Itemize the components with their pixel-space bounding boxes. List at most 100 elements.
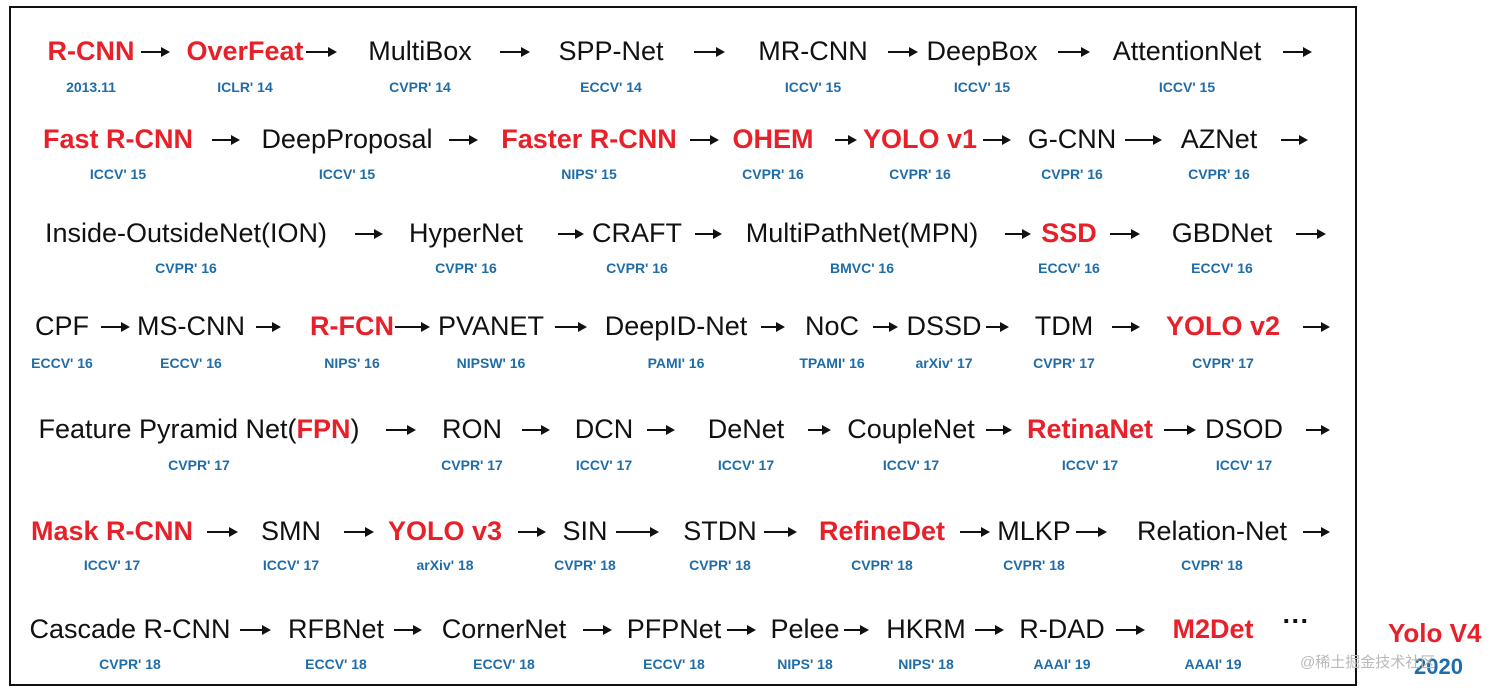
method-name: MultiPathNet(MPN) xyxy=(745,218,979,248)
method-name: DeNet xyxy=(707,414,785,444)
method-name: HKRM xyxy=(886,614,966,644)
arrow-icon xyxy=(355,228,383,240)
venue-label: ICCV' 17 xyxy=(575,457,633,473)
venue-label: CVPR' 16 xyxy=(1188,166,1250,182)
method-name: HyperNet xyxy=(408,218,524,248)
method-name: M2Det xyxy=(1172,614,1254,644)
method-name: DSSD xyxy=(906,311,982,341)
venue-label: CVPR' 16 xyxy=(435,260,497,276)
venue-label: ECCV' 16 xyxy=(1038,260,1100,276)
diagram-frame xyxy=(9,6,1357,686)
method-name: SIN xyxy=(562,516,608,546)
venue-label: ECCV' 16 xyxy=(31,355,93,371)
arrow-icon xyxy=(647,424,675,436)
method-name: R-FCN xyxy=(310,311,394,341)
method-name: RON xyxy=(442,414,502,444)
method-name: PFPNet xyxy=(626,614,722,644)
arrow-icon xyxy=(306,46,337,58)
method-name: DSOD xyxy=(1204,414,1284,444)
arrow-icon xyxy=(256,321,281,333)
method-name: CPF xyxy=(35,311,89,341)
method-name: MLKP xyxy=(997,516,1071,546)
venue-label: CVPR' 17 xyxy=(168,457,230,473)
arrow-icon xyxy=(558,228,584,240)
arrow-icon xyxy=(1058,46,1090,58)
venue-label: ICCV' 17 xyxy=(1215,457,1273,473)
venue-label: BMVC' 16 xyxy=(829,260,895,276)
method-name: AttentionNet xyxy=(1112,36,1262,66)
venue-label: CVPR' 18 xyxy=(99,656,161,672)
yolo-v4-label: Yolo V4 xyxy=(1388,618,1482,648)
method-name: MS-CNN xyxy=(137,311,245,341)
arrow-icon xyxy=(344,526,374,538)
method-name: SSD xyxy=(1041,218,1097,248)
arrow-icon xyxy=(694,46,725,58)
arrow-icon xyxy=(1110,228,1140,240)
venue-label: NIPS' 16 xyxy=(324,355,380,371)
arrow-icon xyxy=(888,46,918,58)
venue-label: NIPS' 15 xyxy=(561,166,617,182)
method-name: GBDNet xyxy=(1171,218,1273,248)
arrow-icon xyxy=(975,624,1004,636)
arrow-icon xyxy=(1306,424,1330,436)
method-name: STDN xyxy=(683,516,757,546)
method-name: MR-CNN xyxy=(758,36,868,66)
arrow-icon xyxy=(522,424,550,436)
arrow-icon xyxy=(386,424,416,436)
method-name: DeepBox xyxy=(926,36,1038,66)
venue-label: CVPR' 18 xyxy=(554,557,616,573)
yolo-v4-year: 2020 xyxy=(1414,654,1463,679)
venue-label: CVPR' 16 xyxy=(606,260,668,276)
arrow-icon xyxy=(212,134,240,146)
venue-label: CVPR' 16 xyxy=(889,166,951,182)
arrow-icon xyxy=(986,321,1009,333)
arrow-icon xyxy=(761,321,785,333)
arrow-icon xyxy=(1296,228,1326,240)
arrow-icon xyxy=(1303,321,1330,333)
method-name: DeepProposal xyxy=(261,124,433,154)
venue-label: ICCV' 17 xyxy=(83,557,141,573)
watermark: @稀土掘金技术社区 xyxy=(1300,654,1436,671)
arrow-icon xyxy=(240,624,271,636)
arrow-icon xyxy=(141,46,170,58)
arrow-icon xyxy=(808,424,831,436)
method-name: CRAFT xyxy=(592,218,682,248)
venue-label: ICCV' 17 xyxy=(262,557,320,573)
venue-label: CVPR' 14 xyxy=(389,79,451,95)
venue-label: ICCV' 17 xyxy=(882,457,940,473)
method-name: Mask R-CNN xyxy=(30,516,194,546)
arrow-icon xyxy=(1116,624,1145,636)
arrow-icon xyxy=(844,624,869,636)
method-name-highlight: FPN xyxy=(296,414,351,444)
method-name: R-DAD xyxy=(1019,614,1105,644)
method-name: TDM xyxy=(1034,311,1094,341)
arrow-icon xyxy=(695,228,722,240)
arrow-icon xyxy=(1303,526,1330,538)
arrow-icon xyxy=(394,624,422,636)
method-name: Pelee xyxy=(770,614,840,644)
method-name: SMN xyxy=(261,516,321,546)
arrow-icon xyxy=(395,321,430,333)
method-name: SPP-Net xyxy=(558,36,664,66)
arrow-icon xyxy=(764,526,797,538)
method-name: PVANET xyxy=(437,311,545,341)
venue-label: ECCV' 18 xyxy=(643,656,705,672)
venue-label: CVPR' 18 xyxy=(851,557,913,573)
method-name: AZNet xyxy=(1180,124,1258,154)
venue-label: 2013.11 xyxy=(66,79,116,95)
venue-label: CVPR' 16 xyxy=(1041,166,1103,182)
arrow-icon xyxy=(449,134,478,146)
method-name: DeepID-Net xyxy=(604,311,748,341)
arrow-icon xyxy=(518,526,546,538)
arrow-icon xyxy=(1164,424,1196,436)
method-name: YOLO v1 xyxy=(862,124,978,154)
method-name: YOLO v3 xyxy=(387,516,503,546)
venue-label: CVPR' 16 xyxy=(742,166,804,182)
method-name: Feature Pyramid Net(FPN) xyxy=(38,416,359,443)
venue-label: AAAI' 19 xyxy=(1184,656,1242,672)
arrow-icon xyxy=(101,321,130,333)
arrow-icon xyxy=(873,321,898,333)
method-name: Cascade R-CNN xyxy=(29,614,231,644)
method-name: RFBNet xyxy=(287,614,385,644)
arrow-icon xyxy=(1076,526,1107,538)
